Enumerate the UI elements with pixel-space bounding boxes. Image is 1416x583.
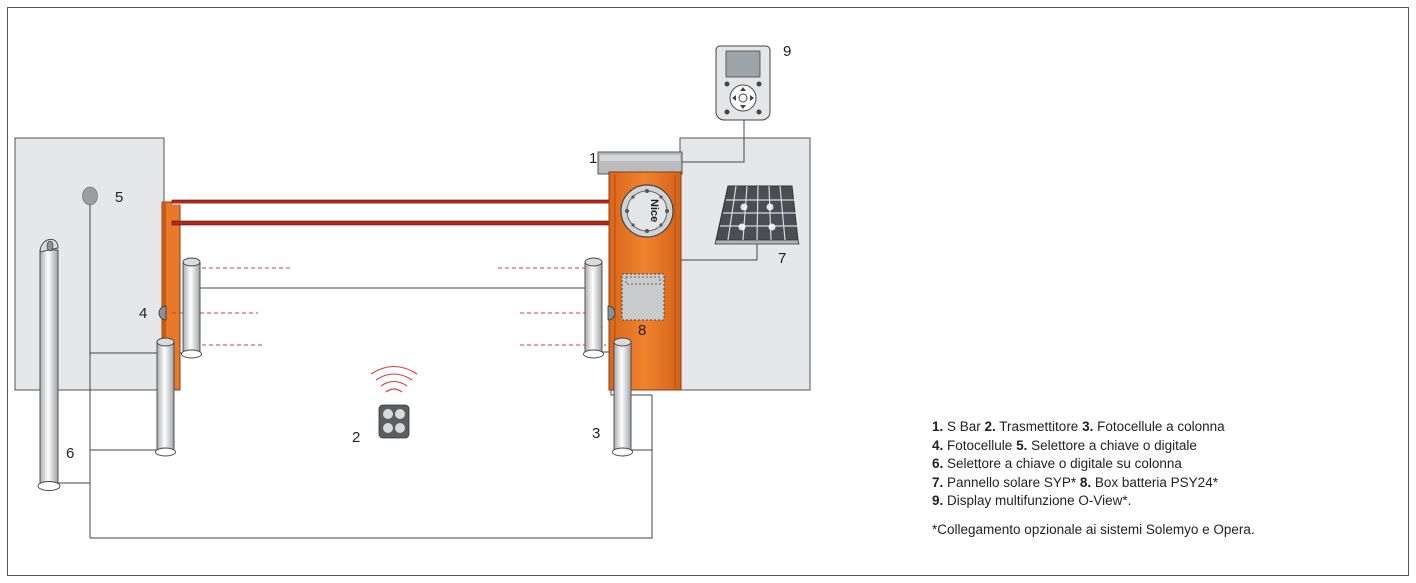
legend-row-1: 1. S Bar 2. Trasmettitore 3. Fotocellule… [932,418,1255,437]
callout-5: 5 [115,189,123,206]
legend-num-1: 1. [932,419,944,434]
transmitter [378,404,410,439]
callout-9: 9 [783,43,791,60]
legend-num-7: 7. [932,474,944,490]
legend-num-4: 4. [932,437,944,453]
callout-3: 3 [592,425,600,442]
radio-signal-icon [370,365,418,393]
wiring [55,120,758,539]
legend-row-4: 7. Pannello solare SYP* 8. Box batteria … [932,474,1255,493]
callout-4: 4 [139,305,147,322]
legend-row-2: 4. Fotocellule 5. Selettore a chiave o d… [932,437,1255,456]
legend-text-2: Trasmettitore [995,419,1083,434]
callout-2: 2 [352,429,360,446]
legend-text-6: Selettore a chiave o digitale su colonna [943,456,1182,471]
column-photocell-left-front [155,337,176,457]
legend-text-1: S Bar [943,419,985,434]
battery-box [621,273,665,321]
legend-text-4: Fotocellule [943,437,1017,453]
legend-num-3: 3. [1082,419,1094,434]
legend: 1. S Bar 2. Trasmettitore 3. Fotocellule… [932,418,1255,539]
legend-text-8: Box batteria PSY24* [1091,474,1218,490]
solar-panel [714,185,800,245]
legend-text-9: Display multifunzione O-View*. [943,493,1132,508]
oview-display [715,45,771,121]
callout-1: 1 [589,150,597,167]
legend-note: *Collegamento opzionale ai sistemi Solem… [932,521,1255,537]
photocell-beams [172,267,606,346]
barrier-cabinet: Nice [597,151,683,391]
legend-text-7: Pannello solare SYP* [943,474,1080,490]
callout-7: 7 [778,250,786,267]
left-wall-photocell [158,305,167,321]
right-wall-photocell [607,305,616,321]
legend-text-5: Selettore a chiave o digitale [1027,437,1197,453]
legend-num-9: 9. [932,493,944,508]
legend-num-6: 6. [932,456,944,471]
column-photocell-left-back [181,257,202,359]
selector-column [37,238,61,491]
callout-8: 8 [638,322,646,339]
callout-6: 6 [66,445,74,462]
barrier-arm [171,199,621,226]
cabinet-logo: Nice [648,199,660,222]
legend-num-8: 8. [1079,474,1092,490]
right-wall [679,137,811,391]
legend-text-3: Fotocellule a colonna [1093,419,1225,434]
legend-num-5: 5. [1016,437,1028,453]
column-photocell-right-front [612,337,633,457]
legend-num-2: 2. [984,419,996,434]
column-photocell-right-back [583,257,604,359]
figure-frame [7,7,1409,576]
wall-selector [82,186,98,206]
legend-row-3: 6. Selettore a chiave o digitale su colo… [932,455,1255,474]
legend-row-5: 9. Display multifunzione O-View*. [932,492,1255,511]
